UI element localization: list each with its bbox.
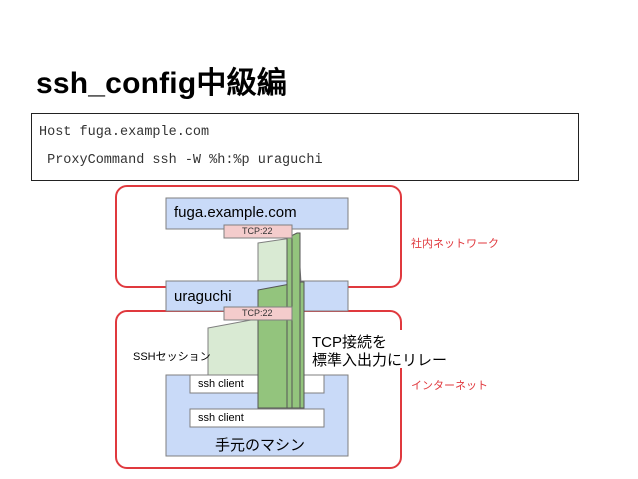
page-title: ssh_config中級編 [36,67,287,100]
ssh-client-label-1: ssh client [198,378,244,390]
relay-note-line2: 標準入出力にリレー [312,352,448,369]
code-line-host: Host fuga.example.com [39,125,210,140]
internet-label: インターネット [411,380,488,392]
tcp22-port-uraguchi [223,306,293,321]
internal-network-label: 社内ネットワーク [411,238,499,250]
pipe-dark-upper [286,232,301,409]
fuga-host-box [165,197,349,230]
local-machine-label: 手元のマシン [215,437,306,454]
uraguchi-host-box [165,280,349,312]
relay-note-line1: TCP接続を [312,334,388,351]
uraguchi-host-label: uraguchi [174,288,232,305]
tcp22-label-uraguchi: TCP:22 [242,308,273,318]
tcp22-port-fuga [223,224,293,239]
ssh-client-box-2 [189,408,325,428]
tcp22-label-fuga: TCP:22 [242,226,273,236]
fuga-host-label: fuga.example.com [174,204,297,221]
code-block: Host fuga.example.com ProxyCommand ssh -… [31,113,579,181]
ssh-session-label: SSHセッション [133,351,211,363]
ssh-client-label-2: ssh client [198,412,244,424]
code-line-proxycommand: ProxyCommand ssh -W %h:%p uraguchi [39,153,323,168]
